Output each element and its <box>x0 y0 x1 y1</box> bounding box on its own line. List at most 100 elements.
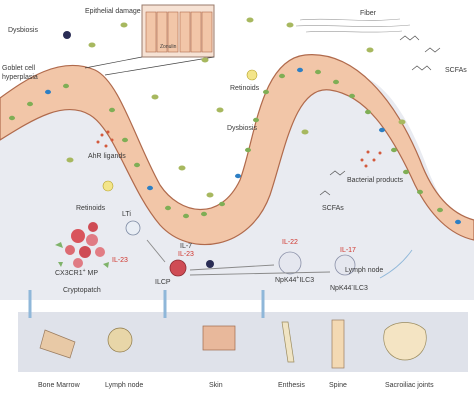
label-il7: IL-7 <box>180 243 192 250</box>
bacterium <box>366 47 374 53</box>
cell-nucleus <box>365 109 371 115</box>
npk44-minus-text: NpK44 <box>330 285 352 292</box>
cell-nucleus <box>253 117 259 123</box>
lti-cell <box>125 220 141 236</box>
ilcp-cell <box>169 259 187 277</box>
tissue-label-spine: Spine <box>329 382 347 389</box>
label-retinoids-left: Retinoids <box>76 205 106 212</box>
cell-nucleus <box>379 127 385 133</box>
bacterium <box>216 107 224 113</box>
inset-cells <box>145 11 213 53</box>
retinoid-dot <box>246 69 258 81</box>
cell-nucleus <box>9 115 15 121</box>
cell-nucleus <box>455 219 461 225</box>
cx3cr1-text: CX3CR1 <box>55 270 83 277</box>
tissue-label-enthesis: Enthesis <box>278 382 305 389</box>
inset-pointer-right <box>104 56 215 76</box>
bacterium <box>120 22 128 28</box>
cell-nucleus <box>165 205 171 211</box>
label-zonulin: Zonulin <box>160 44 177 50</box>
tissue-glyphs <box>39 319 427 369</box>
dark-particle <box>63 31 71 39</box>
cell-nucleus <box>183 213 189 219</box>
npk44-minus-suffix: ILC3 <box>353 285 368 292</box>
cx3cr1-suffix: MP <box>86 270 99 277</box>
ahr-ligand-dots <box>96 130 382 168</box>
label-il23-center: IL-23 <box>178 251 194 258</box>
tissue-label-sacroiliac: Sacroiliac joints <box>385 382 434 389</box>
cell-nucleus <box>109 107 115 113</box>
cell-nucleus <box>245 147 251 153</box>
cell-nucleus <box>45 89 51 95</box>
bacteria <box>66 17 406 198</box>
npk44-plus-text: NpK44 <box>275 277 297 284</box>
cell-nucleus <box>219 201 225 207</box>
npk44-plus-sup: + <box>296 275 299 281</box>
cell-nucleus <box>134 162 140 168</box>
label-ahr-ligands: AhR ligands <box>88 153 126 160</box>
label-cx3cr1: CX3CR1+ MP <box>55 268 98 277</box>
cell-nucleus <box>147 185 153 191</box>
cell-nucleus <box>403 169 409 175</box>
label-epithelial-damage: Epithelial damage <box>85 8 141 15</box>
label-il17: IL-17 <box>340 247 356 254</box>
bacterium <box>206 192 214 198</box>
cell-nucleus <box>122 137 128 143</box>
label-cryptopatch: Cryptopatch <box>63 287 101 294</box>
npk44-plus-suffix: ILC3 <box>299 277 314 284</box>
label-dysbiosis-top: Dysbiosis <box>8 27 38 34</box>
pathway-arrows <box>146 239 413 279</box>
npk44-minus-cell <box>334 254 356 276</box>
bacterium <box>151 94 159 100</box>
bacterium <box>66 157 74 163</box>
label-il23-left: IL-23 <box>112 257 128 264</box>
label-goblet-1: Goblet cell <box>2 65 36 72</box>
label-dysbiosis-mid: Dysbiosis <box>227 125 257 132</box>
blue-double-arrows <box>28 290 265 318</box>
cell-nucleus <box>391 147 397 153</box>
label-ilcp: ILCP <box>155 279 171 286</box>
cell-nucleus <box>297 67 303 73</box>
cell-nucleus <box>279 73 285 79</box>
bacterium <box>301 129 309 135</box>
fiber-strands <box>295 18 411 33</box>
epithelium-outer <box>0 54 474 246</box>
cell-nucleus <box>235 173 241 179</box>
tissue-label-skin: Skin <box>209 382 223 389</box>
cell-nucleus <box>437 207 443 213</box>
tissue-label-lymph-node: Lymph node <box>105 382 143 389</box>
lamina-propria <box>0 72 474 301</box>
cryptopatch-cluster <box>55 222 109 268</box>
epithelial-cells <box>9 67 461 225</box>
bacterium <box>398 119 406 125</box>
label-npk44-minus: NpK44-ILC3 <box>330 283 368 292</box>
dark-particle-2 <box>206 260 214 268</box>
bacterium <box>178 165 186 171</box>
bacterium <box>88 42 96 48</box>
cell-nucleus <box>27 101 33 107</box>
cell-nucleus <box>349 93 355 99</box>
bacterium <box>246 17 254 23</box>
inset-pointer-left <box>84 56 143 69</box>
cell-nucleus <box>263 89 269 95</box>
scfa-molecules <box>319 35 441 196</box>
npk44-plus-cell <box>278 251 302 275</box>
bacterium <box>286 22 294 28</box>
label-lymph-node-top: Lymph node <box>345 267 383 274</box>
npk44-minus-sup: - <box>351 283 353 289</box>
label-npk44-plus: NpK44+ILC3 <box>275 275 314 284</box>
label-goblet-2: hyperplasia <box>2 74 38 81</box>
cell-nucleus <box>201 211 207 217</box>
label-scfas-right: SCFAs <box>445 67 467 74</box>
label-il22: IL-22 <box>282 239 298 246</box>
label-bacterial-products: Bacterial products <box>347 177 404 184</box>
cell-nucleus <box>333 79 339 85</box>
cell-nucleus <box>417 189 423 195</box>
label-retinoids-mid: Retinoids <box>230 85 260 92</box>
label-fiber: Fiber <box>360 10 377 17</box>
retinoid-dot-2 <box>102 180 114 192</box>
tissue-label-bone-marrow: Bone Marrow <box>38 382 81 389</box>
cell-nucleus <box>315 69 321 75</box>
